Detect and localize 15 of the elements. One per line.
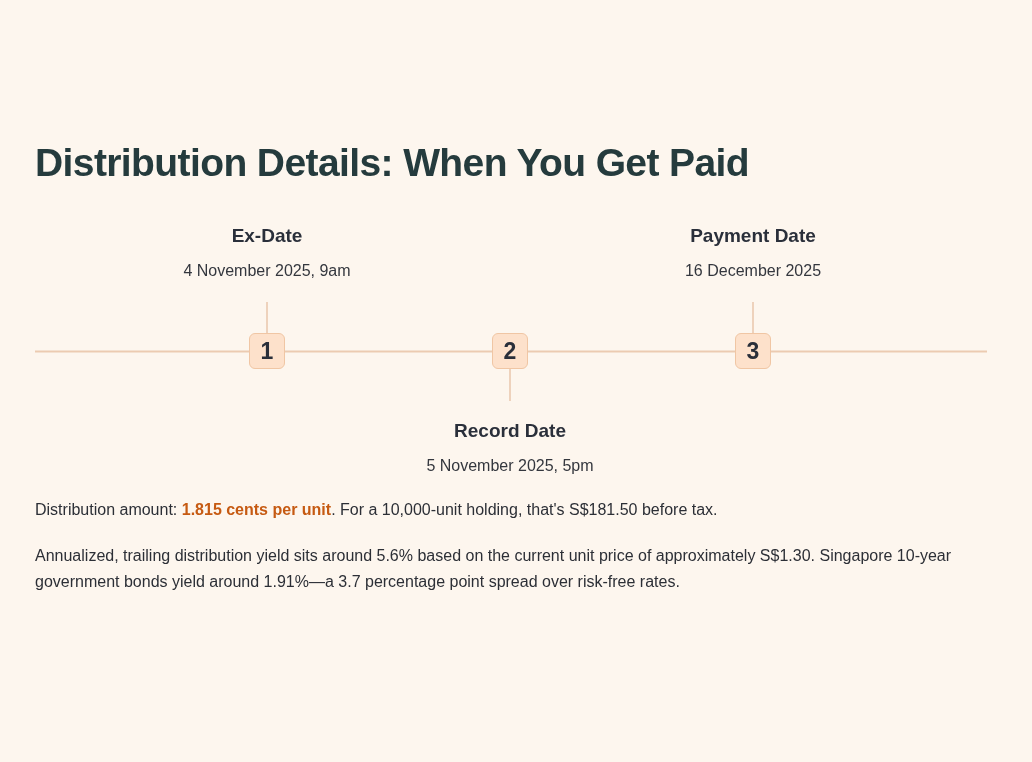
event-date: 4 November 2025, 9am [183,261,351,281]
page-title: Distribution Details: When You Get Paid [35,140,750,186]
step-number-badge: 3 [735,333,771,369]
leader-line [509,368,511,402]
event-title: Record Date [454,419,566,443]
leader-line [266,301,268,334]
step-number-badge: 2 [492,333,528,369]
event-date: 5 November 2025, 5pm [426,456,594,476]
leader-line [752,301,754,334]
body-paragraph: Distribution amount: 1.815 cents per unit. For a 10,000-unit holding, that's S$181.50 before tax. [35,500,719,520]
event-date: 16 December 2025 [684,261,822,281]
body-paragraph: Annualized, trailing distribution yield sits around 5.6% based on the current unit price of approximately S$1.30. Singapore 10-year government bonds yield around 1.91%—a 3.7 percentage point spread over risk-free rates. [35,545,953,592]
event-title: Payment Date [690,224,816,248]
step-number-badge: 1 [249,333,285,369]
event-title: Ex-Date [231,224,303,248]
